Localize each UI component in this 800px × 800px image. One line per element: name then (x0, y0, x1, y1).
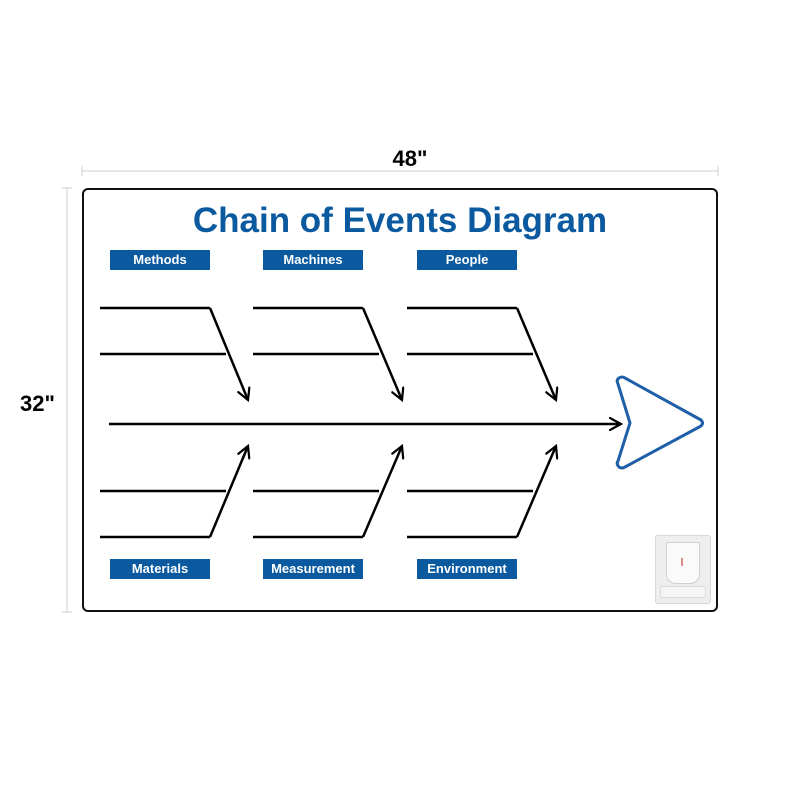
category-label-machines: Machines (263, 250, 363, 270)
marker-holder-mark (681, 558, 683, 566)
category-label-environment: Environment (417, 559, 517, 579)
category-label-methods: Methods (110, 250, 210, 270)
board-title: Chain of Events Diagram (192, 201, 608, 240)
bone-methods (100, 306, 248, 400)
bone-measurement (253, 446, 402, 539)
width-dimension-label: 48" (392, 146, 428, 171)
height-dimension-label: 32" (20, 391, 55, 416)
bone-methods-diagonal (208, 307, 248, 400)
bone-measurement-diagonal (361, 446, 402, 538)
category-label-materials: Materials (110, 559, 210, 579)
chevron-arrow-outline-icon (615, 375, 704, 470)
bone-people (407, 306, 556, 400)
marker-holder-icon (655, 535, 711, 604)
category-label-measurement: Measurement (263, 559, 363, 579)
bone-materials-diagonal (208, 446, 248, 538)
bone-machines-diagonal (361, 307, 402, 400)
bone-people-diagonal (515, 307, 556, 400)
marker-holder-cup (666, 542, 700, 584)
category-label-people: People (417, 250, 517, 270)
bone-materials (100, 446, 248, 539)
bone-environment (407, 446, 556, 539)
marker-holder-base (660, 586, 706, 598)
bone-environment-diagonal (515, 446, 556, 538)
bone-machines (253, 306, 402, 400)
